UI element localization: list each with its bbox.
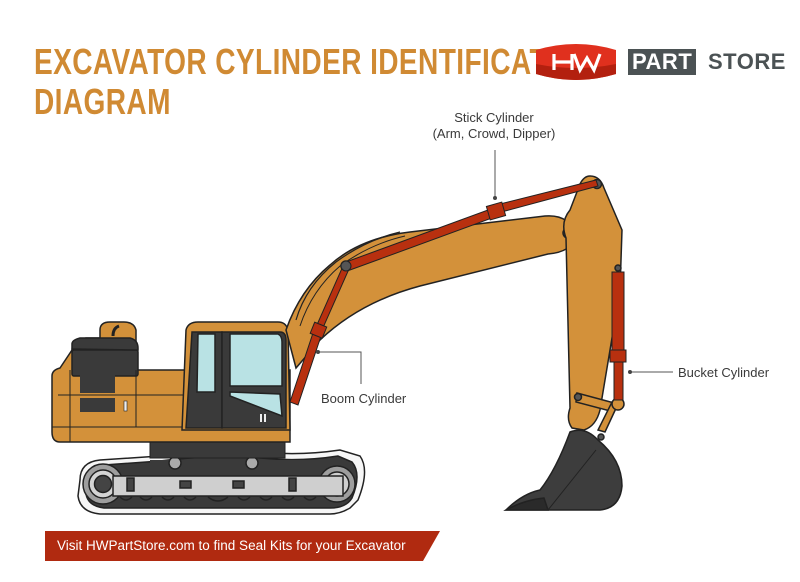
promo-banner[interactable]: Visit HWPartStore.com to find Seal Kits … — [45, 531, 440, 561]
title-line-2: DIAGRAM — [34, 81, 171, 122]
page-title: EXCAVATOR CYLINDER IDENTIFICATION DIAGRA… — [34, 42, 598, 122]
bucket-linkage — [573, 392, 625, 441]
boom-cylinder-label: Boom Cylinder — [321, 391, 407, 406]
boom-cylinder — [289, 260, 352, 406]
stick-cylinder-label: Stick Cylinder (Arm, Crowd, Dipper) — [432, 110, 556, 141]
bucket-cylinder — [609, 271, 627, 401]
bucket-cylinder-label: Bucket Cylinder — [678, 365, 770, 380]
hw-badge-icon — [536, 44, 616, 80]
leader-lines — [316, 150, 673, 384]
title-line-1: EXCAVATOR CYLINDER IDENTIFICATION — [34, 41, 599, 82]
operator-cab — [181, 321, 291, 431]
logo-store-text: STORE — [708, 49, 786, 74]
bucket — [503, 429, 623, 511]
track-assembly — [77, 449, 366, 515]
hw-part-store-logo[interactable]: PART STORE — [530, 42, 790, 84]
stick-cylinder — [345, 179, 599, 271]
banner-background — [45, 531, 440, 561]
logo-part-text: PART — [628, 49, 697, 75]
banner-text: Visit HWPartStore.com to find Seal Kits … — [57, 538, 406, 553]
